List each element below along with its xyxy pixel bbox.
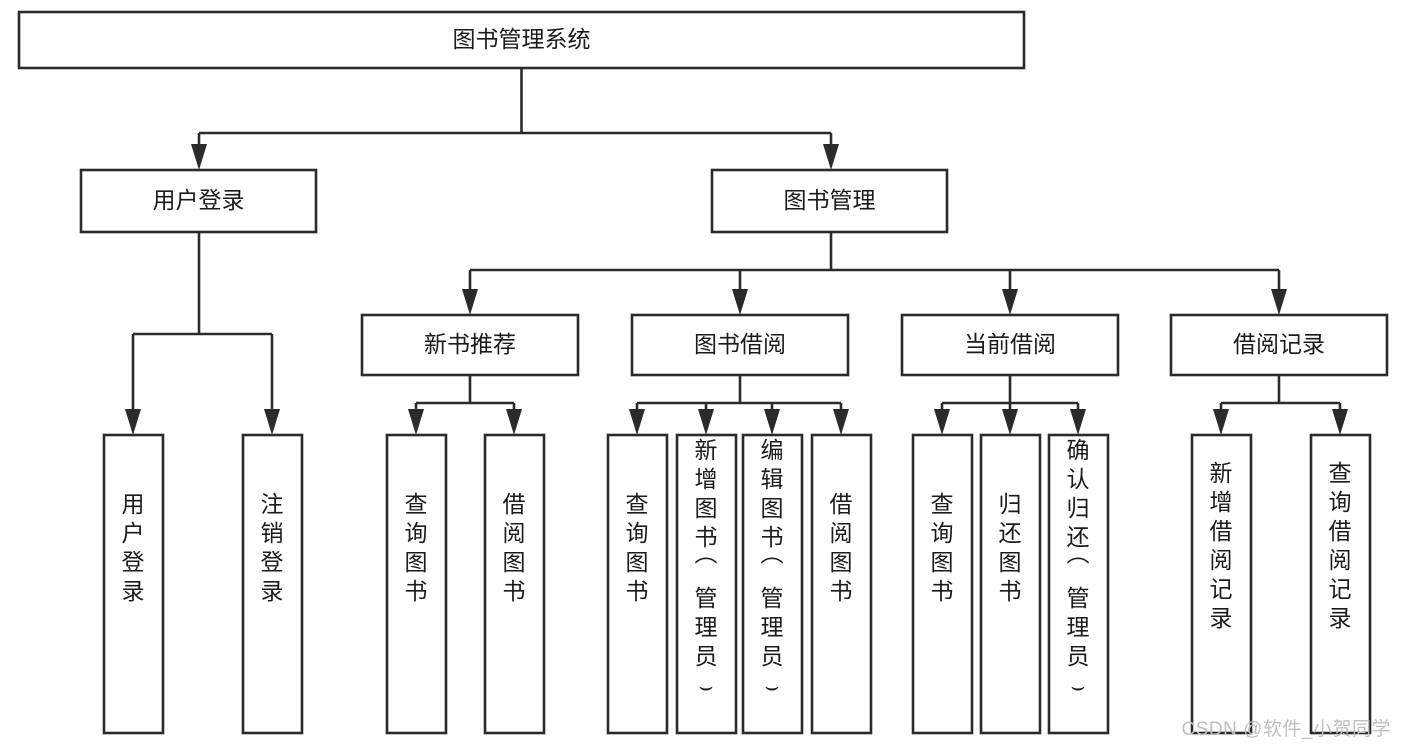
leaf-bb-borrow-book-box[interactable]: [810, 433, 873, 735]
leaf-cb-return-book-box[interactable]: [979, 433, 1042, 735]
arrowhead-cb-leaf-1: [934, 409, 950, 435]
leaf-user-login[interactable]: 用户登录: [102, 433, 165, 735]
leaf-rec-query-record-box[interactable]: [1309, 433, 1372, 735]
arrowhead-leaf-logout: [264, 409, 280, 435]
leaf-bb-query-book-box[interactable]: [606, 433, 669, 735]
arrowhead-user-login: [191, 144, 207, 170]
node-current-borrow-box[interactable]: [900, 313, 1120, 377]
edge-userlogin-bus: [131, 232, 274, 415]
node-root-box[interactable]: [17, 10, 1026, 70]
arrowhead-rec-leaf-2: [1332, 409, 1348, 435]
arrowhead-nb-leaf-2: [506, 409, 522, 435]
leaf-bb-add-book-label: 新增图书⌒管理员⌣: [695, 437, 718, 699]
leaf-nb-query-book-box[interactable]: [385, 433, 448, 735]
leaf-bb-edit-book-label: 编辑图书⌒管理员⌣: [761, 437, 784, 699]
edge-bookmanage-bus: [468, 232, 1281, 295]
leaf-cb-confirm-return-box[interactable]: [1047, 433, 1110, 735]
leaf-cb-return-book-label: 归还图书: [999, 491, 1022, 604]
leaf-bb-edit-book-box[interactable]: [741, 433, 804, 735]
leaf-user-login-box[interactable]: [102, 433, 165, 735]
arrowhead-book-borrow: [732, 289, 748, 315]
leaf-nb-borrow-book[interactable]: 借阅图书: [483, 433, 546, 735]
connector-layer: [125, 68, 1348, 435]
node-current-borrow[interactable]: 当前借阅: [900, 313, 1120, 377]
arrowhead-current-borrow: [1002, 289, 1018, 315]
arrowhead-bb-leaf-2: [698, 409, 714, 435]
node-new-book-rec-label: 新书推荐: [424, 331, 516, 357]
leaf-bb-add-book[interactable]: 新增图书⌒管理员⌣: [675, 433, 738, 735]
node-user-login-box[interactable]: [79, 168, 318, 234]
edge-record-bus: [1219, 375, 1342, 415]
leaf-nb-borrow-book-label: 借阅图书: [503, 491, 526, 604]
node-book-borrow-label: 图书借阅: [694, 331, 786, 357]
arrowhead-leaf-user-login: [125, 409, 141, 435]
arrowhead-cb-leaf-3: [1070, 409, 1086, 435]
node-book-manage-box[interactable]: [710, 168, 949, 234]
node-borrow-record[interactable]: 借阅记录: [1169, 313, 1389, 377]
leaf-logout-box[interactable]: [241, 433, 304, 735]
leaf-nb-query-book-label: 查询图书: [405, 491, 428, 604]
leaf-bb-add-book-box[interactable]: [675, 433, 738, 735]
leaf-rec-add-record-label: 新增借阅记录: [1210, 460, 1233, 631]
arrowhead-book-manage: [823, 144, 839, 170]
node-borrow-record-label: 借阅记录: [1233, 331, 1325, 357]
edge-bookborrow-bus: [635, 375, 843, 415]
node-new-book-rec[interactable]: 新书推荐: [360, 313, 580, 377]
leaf-cb-confirm-return-label: 确认归还⌒管理员⌣: [1067, 437, 1090, 699]
leaf-bb-query-book-label: 查询图书: [626, 491, 649, 604]
leaf-user-login-label: 用户登录: [122, 491, 145, 604]
node-new-book-rec-box[interactable]: [360, 313, 580, 377]
leaf-cb-return-book[interactable]: 归还图书: [979, 433, 1042, 735]
leaf-bb-borrow-book-label: 借阅图书: [830, 491, 853, 604]
arrowhead-bb-leaf-1: [629, 409, 645, 435]
leaf-rec-query-record[interactable]: 查询借阅记录: [1309, 433, 1372, 735]
node-book-manage[interactable]: 图书管理: [710, 168, 949, 234]
leaf-cb-confirm-return[interactable]: 确认归还⌒管理员⌣: [1047, 433, 1110, 735]
leaf-bb-query-book[interactable]: 查询图书: [606, 433, 669, 735]
leaf-nb-borrow-book-box[interactable]: [483, 433, 546, 735]
leaf-nb-query-book[interactable]: 查询图书: [385, 433, 448, 735]
node-book-borrow-box[interactable]: [630, 313, 850, 377]
leaf-cb-query-book-label: 查询图书: [931, 491, 954, 604]
arrowhead-rec-leaf-1: [1213, 409, 1229, 435]
node-book-borrow[interactable]: 图书借阅: [630, 313, 850, 377]
arrowhead-cb-leaf-2: [1002, 409, 1018, 435]
arrowhead-bb-leaf-3: [764, 409, 780, 435]
leaf-cb-query-book[interactable]: 查询图书: [911, 433, 974, 735]
edge-newbook-bus: [414, 375, 516, 415]
node-user-login[interactable]: 用户登录: [79, 168, 318, 234]
arrowhead-bb-leaf-4: [833, 409, 849, 435]
node-root[interactable]: 图书管理系统: [17, 10, 1026, 70]
leaf-rec-add-record-box[interactable]: [1190, 433, 1253, 735]
arrowhead-new-book-rec: [462, 289, 478, 315]
node-current-borrow-label: 当前借阅: [964, 331, 1056, 357]
edge-root-bus: [197, 68, 833, 150]
arrowhead-borrow-record: [1271, 289, 1287, 315]
csdn-watermark: CSDN @软件_小贺同学: [1181, 719, 1391, 740]
leaf-bb-edit-book[interactable]: 编辑图书⌒管理员⌣: [741, 433, 804, 735]
leaf-logout[interactable]: 注销登录: [241, 433, 304, 735]
arrowhead-nb-leaf-1: [408, 409, 424, 435]
leaf-cb-query-book-box[interactable]: [911, 433, 974, 735]
node-borrow-record-box[interactable]: [1169, 313, 1389, 377]
leaf-rec-query-record-label: 查询借阅记录: [1329, 460, 1352, 631]
node-book-manage-label: 图书管理: [784, 187, 876, 213]
leaf-logout-label: 注销登录: [261, 491, 284, 604]
node-root-label: 图书管理系统: [453, 26, 591, 52]
node-user-login-label: 用户登录: [153, 187, 245, 213]
leaf-rec-add-record[interactable]: 新增借阅记录: [1190, 433, 1253, 735]
leaf-bb-borrow-book[interactable]: 借阅图书: [810, 433, 873, 735]
